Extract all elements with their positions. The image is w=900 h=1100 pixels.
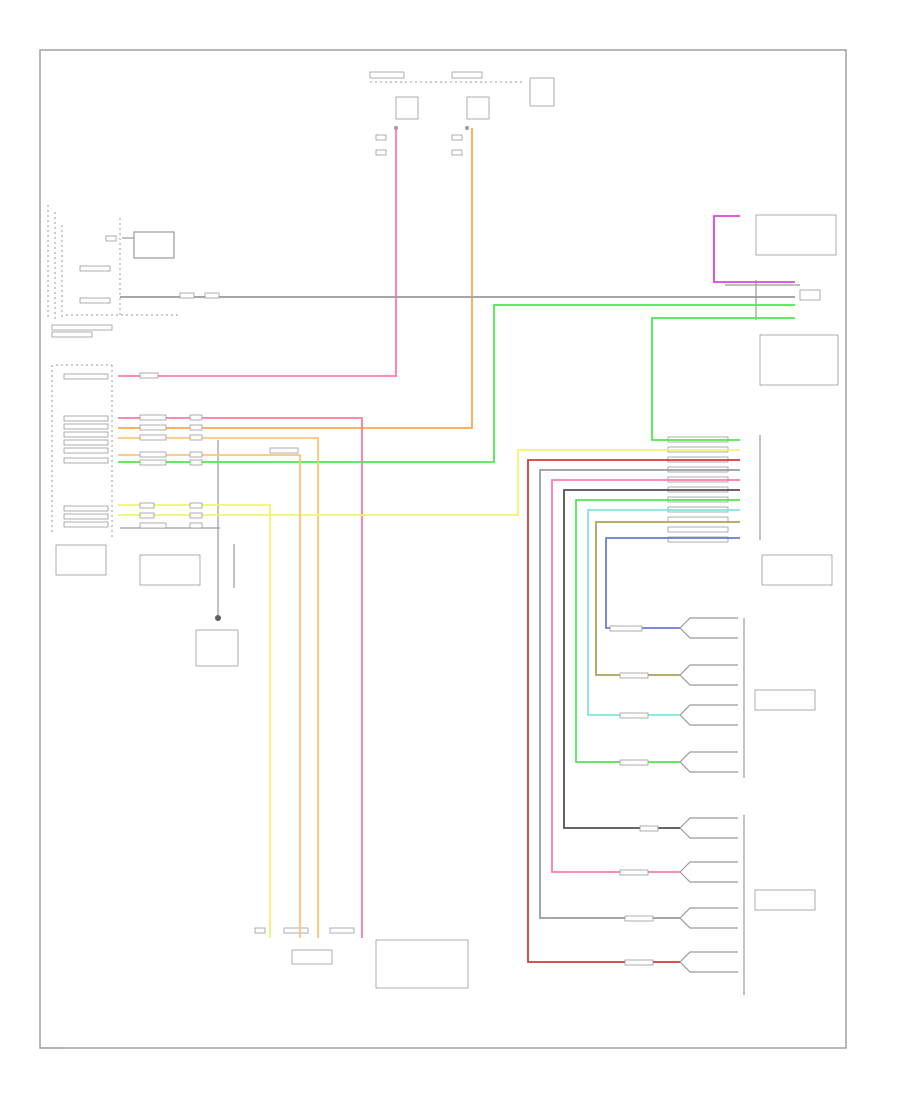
- wire-pink-bcm: [118, 454, 301, 938]
- wire-orange-fuse: [118, 128, 473, 429]
- wire-magenta: [713, 215, 795, 283]
- wire-olive: [595, 521, 740, 676]
- wire-orange-bcm: [118, 437, 319, 938]
- right-front-door-actuators: [679, 617, 816, 778]
- wire-yellow-bcm: [118, 504, 271, 938]
- wire-pink-2: [551, 479, 740, 873]
- wire-blue: [605, 537, 740, 629]
- wire-dark-2: [563, 489, 740, 829]
- wire-dark-red: [527, 459, 740, 963]
- diagram-frame: [39, 49, 847, 1049]
- security-indicator: [133, 231, 175, 259]
- bottom-connector: [254, 927, 469, 989]
- ground-icon: [215, 615, 221, 621]
- wire-yellow-upper: [118, 449, 740, 516]
- instrument-panel-cluster: [47, 205, 180, 338]
- data-link-connector: [725, 214, 839, 386]
- wire-green-data: [118, 304, 795, 463]
- wire-red-bcm: [118, 417, 363, 938]
- wire-gray-2: [539, 469, 740, 919]
- wire-pink-fuse: [118, 128, 397, 377]
- connector-markers: [139, 292, 659, 966]
- left-front-door-actuators: [679, 815, 816, 995]
- bcm-ground: [120, 440, 239, 667]
- wire-green-right: [651, 317, 795, 441]
- fuse-block: [369, 71, 555, 156]
- body-control-module: [51, 364, 113, 576]
